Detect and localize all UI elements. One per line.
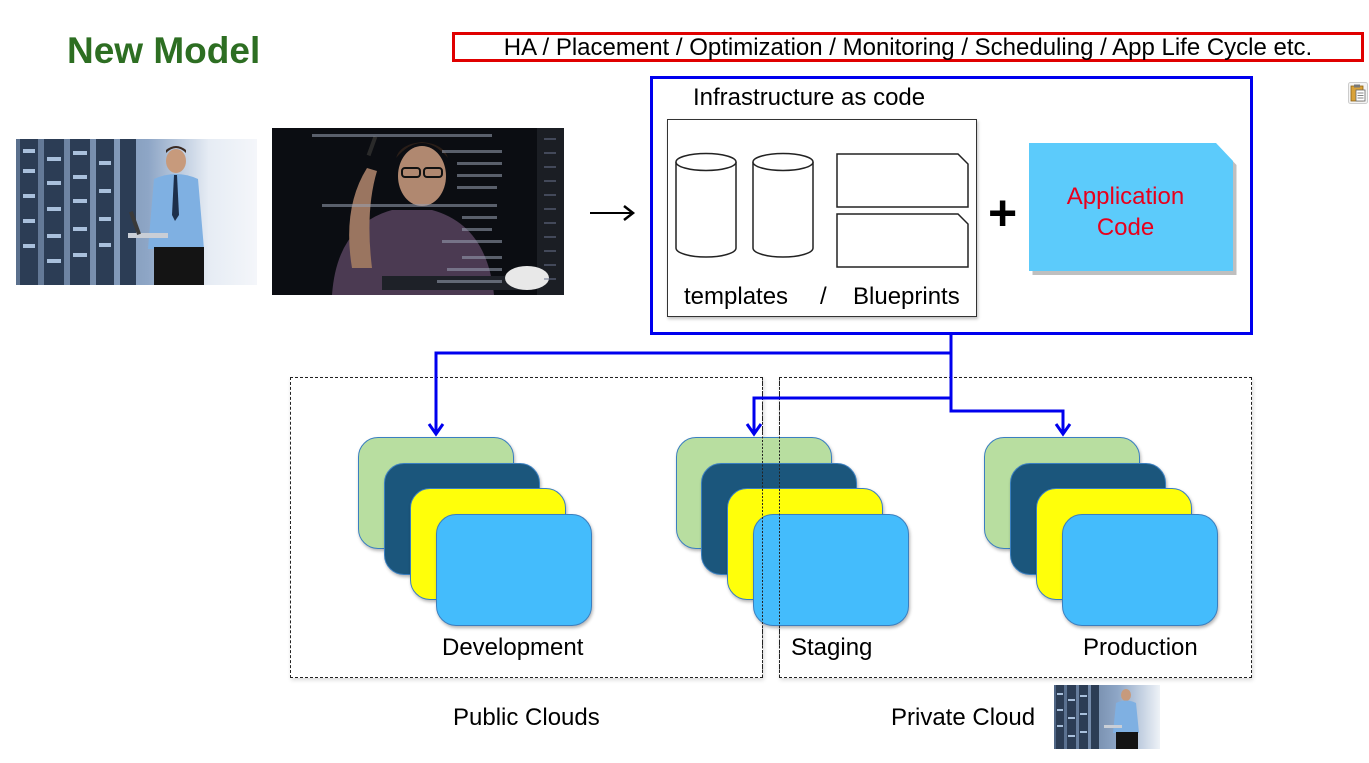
private-cloud-server-photo xyxy=(1054,685,1160,749)
production-label: Production xyxy=(1083,634,1198,661)
capabilities-banner: HA / Placement / Optimization / Monitori… xyxy=(452,32,1364,62)
sysadmin-server-room-photo xyxy=(16,139,257,285)
application-code-line-2: Code xyxy=(1096,214,1155,241)
application-code-shape xyxy=(1028,141,1237,275)
developer-code-photo xyxy=(272,128,564,295)
plus-icon: + xyxy=(988,185,1018,241)
templates-label: templates xyxy=(684,283,789,310)
slide-title: New Model xyxy=(67,30,261,71)
stack-layer-4 xyxy=(753,514,909,626)
public-clouds-label: Public Clouds xyxy=(453,704,600,731)
staging-label: Staging xyxy=(791,634,873,661)
stack-layer-4 xyxy=(436,514,592,626)
template-cylinder-icon xyxy=(751,152,815,265)
separator-label: / xyxy=(820,283,827,310)
application-code-label: Application Code xyxy=(1028,181,1223,243)
private-cloud-label: Private Cloud xyxy=(891,704,1036,731)
stack-layer-4 xyxy=(1062,514,1218,626)
blueprint-document-icon xyxy=(836,213,970,274)
application-code-line-1: Application xyxy=(1066,183,1185,210)
template-cylinder-icon xyxy=(674,152,738,265)
blueprints-label: Blueprints xyxy=(853,283,960,310)
infrastructure-as-code-heading: Infrastructure as code xyxy=(693,84,926,111)
arrow-right-icon xyxy=(588,200,638,226)
infrastructure-as-code-box xyxy=(650,76,1253,335)
blueprint-document-icon xyxy=(836,153,970,214)
clipboard-icon[interactable] xyxy=(1348,82,1368,104)
development-label: Development xyxy=(442,634,584,661)
